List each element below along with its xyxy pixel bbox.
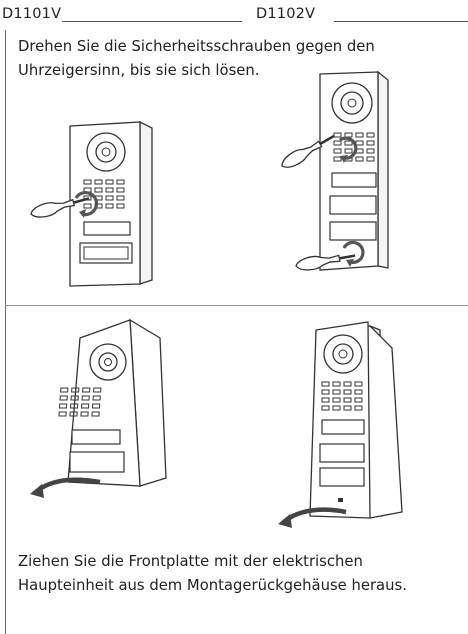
d1101v-front-illustration (29, 122, 152, 286)
d1102v-remove-illustration (278, 322, 402, 528)
d1101v-remove-illustration (30, 320, 166, 498)
d1102v-front-illustration (279, 72, 388, 272)
